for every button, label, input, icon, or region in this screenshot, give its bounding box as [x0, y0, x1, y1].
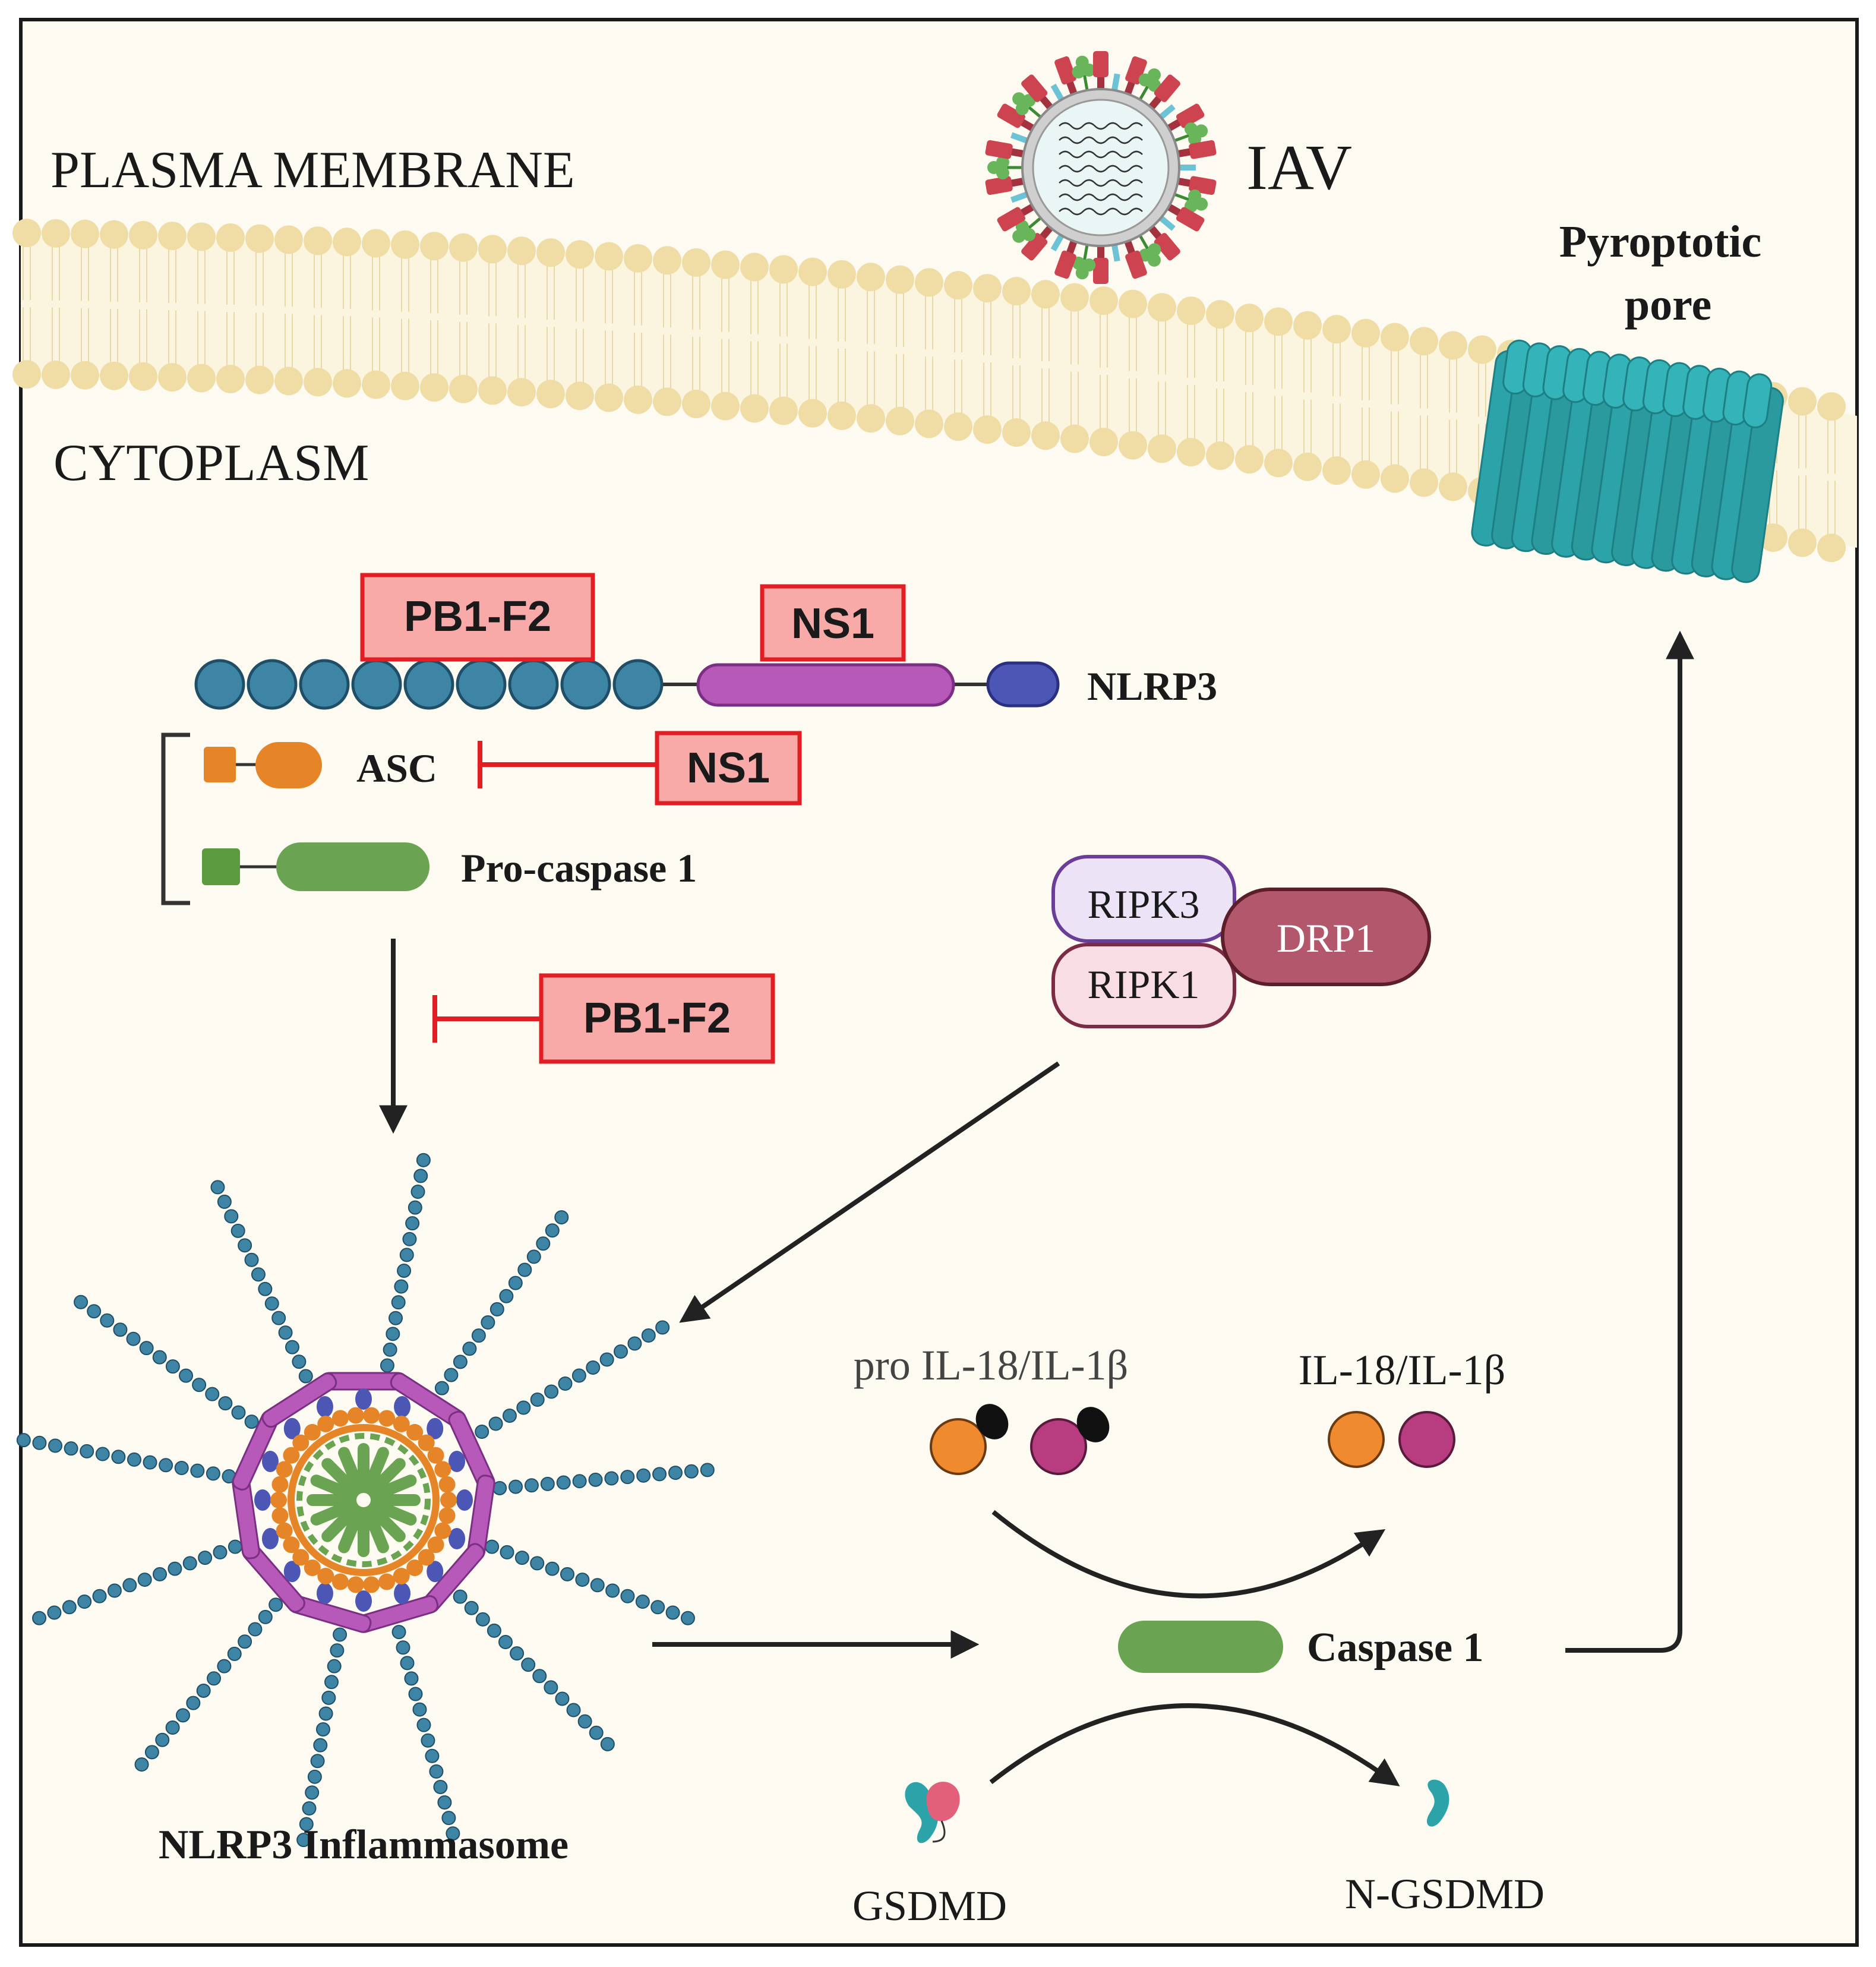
pro-il-label: pro IL-18/IL-1β [854, 1341, 1128, 1389]
ripk-drp1-complex [1051, 855, 1431, 1028]
pro-caspase-1-icon [202, 842, 429, 891]
pyroptotic-pore-label-line1: Pyroptotic [1559, 217, 1762, 267]
asc-protein-icon [204, 742, 322, 788]
nlrp3-lrr-domain-icon [194, 659, 664, 710]
components-bracket [161, 733, 190, 905]
ns1-box-asc [655, 731, 802, 806]
pyroptotic-pore-label-line2: pore [1625, 280, 1711, 330]
ripk-to-inflammasome-arrow [679, 1061, 1060, 1323]
pb1f2-label-arrow: PB1-F2 [583, 994, 731, 1042]
caspase-1-label: Caspase 1 [1307, 1625, 1484, 1671]
caspase-1-icon [1118, 1621, 1283, 1673]
pb1f2-box-top [360, 573, 595, 662]
il-label: IL-18/IL-1β [1299, 1346, 1506, 1394]
pyroptotic-pore-icon [1471, 339, 1784, 583]
nlrp3-protein [194, 659, 1060, 710]
caspase-to-pore-arrow [1565, 630, 1694, 1653]
pro-il-1b-icon [1030, 1407, 1110, 1475]
ns1-label-top: NS1 [791, 600, 874, 648]
pro-il-18-icon [930, 1404, 1009, 1475]
ripk3-icon [1051, 855, 1236, 943]
pb1f2-label-top: PB1-F2 [404, 593, 551, 640]
ripk1-label: RIPK1 [1088, 962, 1200, 1007]
gsdmd-icon [905, 1782, 960, 1843]
iav-label: IAV [1246, 132, 1352, 203]
pb1f2-box-arrow [539, 973, 775, 1064]
il-1b-icon [1398, 1411, 1455, 1468]
cleavage-arrow-il [991, 1510, 1386, 1599]
ripk1-icon [1051, 943, 1236, 1028]
il-18-icon [1328, 1411, 1385, 1468]
n-gsdmd-icon [1426, 1779, 1449, 1827]
pro-caspase-1-label: Pro-caspase 1 [461, 845, 697, 891]
gsdmd-label: GSDMD [852, 1882, 1007, 1930]
nlrp3-inflammasome-icon [16, 1153, 715, 1848]
asc-label: ASC [356, 746, 437, 791]
nlrp3-pyd-domain-icon [986, 661, 1060, 708]
plasma-membrane-label: PLASMA MEMBRANE [50, 141, 575, 199]
inflammasome-label: NLRP3 Inflammasome [159, 1822, 569, 1868]
ns1-box-top [760, 584, 906, 662]
n-gsdmd-label: N-GSDMD [1345, 1870, 1545, 1918]
nlrp3-nacht-domain-icon [696, 663, 955, 707]
iav-virion-icon [985, 51, 1217, 284]
ns1-label-asc: NS1 [687, 744, 770, 792]
ripk3-label: RIPK3 [1088, 882, 1200, 927]
nlrp3-label: NLRP3 [1087, 664, 1217, 709]
cytoplasm-label: CYTOPLASM [53, 434, 369, 492]
drp1-label: DRP1 [1277, 915, 1375, 961]
cleavage-arrow-gsdmd [989, 1703, 1400, 1786]
drp1-icon [1221, 888, 1431, 986]
